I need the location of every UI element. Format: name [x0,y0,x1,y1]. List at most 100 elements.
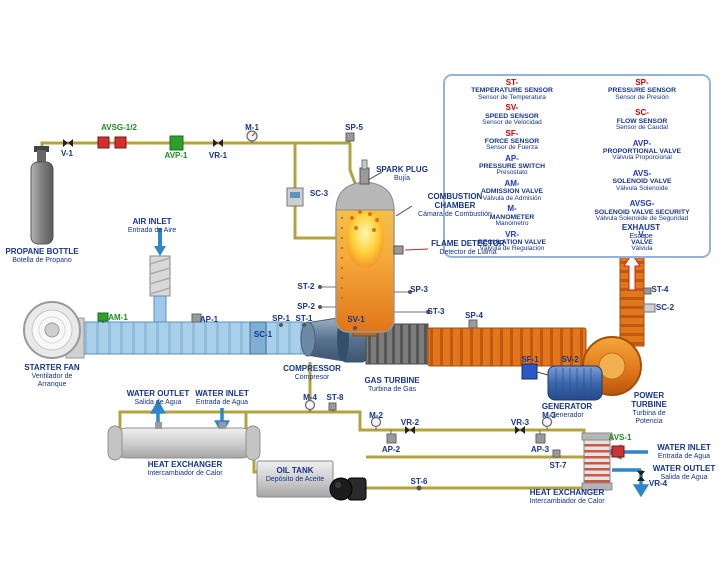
water-outlet-right-arrow-icon [632,484,650,498]
sc1-flow-sensor-icon [249,321,267,355]
propane-bottle-en: PROPANE BOTTLE [5,247,79,256]
pointer-lines [367,171,429,251]
legend-name-es: Presostato [496,169,528,177]
label-water-outlet-left: WATER OUTLET Salida de Agua [126,389,190,407]
legend-code: SF- [505,128,519,138]
generator-es: Generador [550,411,584,419]
legend-code: AM- [504,179,520,189]
legend-name-es: Manómetro [495,219,529,227]
flame-detector-es: Detector de Llama [439,248,497,256]
water-outlet-left-es: Salida de Agua [134,398,182,406]
label-sv2: SV-2 [561,355,579,364]
label-water-inlet-left: WATER INLET Entrada de Agua [190,389,254,407]
label-st7: ST-7 [549,461,567,470]
ap1-switch-icon [191,313,202,323]
label-exhaust: EXHAUST Escape [611,223,671,241]
legend-code: AVP- [632,138,652,148]
vr4-valve-icon [637,471,645,481]
exhaust-arrow-icon [623,253,641,291]
legend-code: M- [507,204,517,214]
oil-tank-es: Depósito de Aceite [265,475,325,483]
legend-name-en: FLOW SENSOR [616,117,668,125]
label-sc1: SC-1 [253,330,273,339]
label-compressor: COMPRESSOR Compresor [277,364,347,382]
label-m3: M-3 [542,411,556,420]
legend-name-es: Sensor de Caudal [615,123,669,131]
legend-name-en: SPEED SENSOR [485,112,539,120]
air-inlet-en: AIR INLET [132,217,172,226]
legend-name-es: Válvula Proporcional [612,154,672,162]
flame-detector-en: FLAME DETECTOR [431,239,505,248]
air-inlet-es: Entrada de Aire [127,226,177,234]
label-sp2: SP-2 [297,302,315,311]
vr3-valve-icon [515,426,525,434]
oil-tank-en: OIL TANK [276,466,314,475]
legend-code: SP- [635,78,649,87]
legend-name-es: Sensor de Velocidad [482,118,542,126]
legend-column-right: SP- PRESSURE SENSOR Sensor de Presión SC… [577,78,707,253]
label-spark-plug: SPARK PLUG Bujía [367,165,437,183]
label-sc2: SC-2 [655,303,675,312]
legend-name-en: MANOMETER [489,213,535,221]
legend-code: AVS- [632,168,652,178]
label-st3: ST-3 [427,307,445,316]
label-st8: ST-8 [326,393,344,402]
label-heat-exchanger-right: HEAT EXCHANGER Intercambiador de Calor [512,488,622,506]
label-st2: ST-2 [297,282,315,291]
label-avp1: AVP-1 [164,151,188,160]
exhaust-en: EXHAUST [621,223,661,232]
gas-turbine-es: Turbina de Gas [368,385,416,393]
legend-name-en: ADMISSION VALVE [480,188,544,196]
water-outlet-right-es: Salida de Agua [660,473,708,481]
air-filter [149,255,171,297]
flame-detector-icon [393,245,404,255]
legend-code: V- [638,229,646,239]
label-power-turbine: POWER TURBINE Turbina de Potencia [620,391,678,426]
label-sv1: SV-1 [347,315,365,324]
gas-turbine-en: GAS TURBINE [364,376,420,385]
legend-name-en: SOLENOID VALVE [612,178,672,186]
legend-item-sp: SP- PRESSURE SENSOR Sensor de Presión [577,78,707,101]
vr2-valve-icon [405,426,415,434]
propane-bottle-graphic [30,146,54,245]
label-ap3: AP-3 [530,445,550,454]
st7-sensor-icon [552,449,561,458]
starter-fan-en: STARTER FAN [24,363,80,372]
legend-name-en: REGULATION VALVE [478,238,546,246]
heat-exchanger-left-en: HEAT EXCHANGER [147,460,223,469]
water-outlet-left-arrow-icon [150,399,166,414]
label-avsg12: AVSG-1/2 [101,123,137,132]
label-am1: AM-1 [108,313,128,322]
label-sp1: SP-1 [272,314,290,323]
avsg2-valve-icon [114,136,127,149]
label-water-inlet-right: WATER INLET Entrada de Agua [652,443,716,461]
label-m1: M-1 [245,123,259,132]
label-avs1: AVS-1 [608,433,632,442]
v1-valve-icon [63,139,73,147]
legend-item-m: M- MANOMETER Manómetro [447,204,577,227]
legend-name-en: PROPORTIONAL VALVE [602,148,682,156]
label-st4: ST-4 [651,285,669,294]
legend-item-avsg: AVSG- SOLENOID VALVE SECURITY Válvula So… [577,199,707,222]
legend-item-am: AM- ADMISSION VALVE Válvula de Admisión [447,179,577,202]
m2-gauge-icon [370,416,382,430]
legend-code: ST- [505,78,519,87]
am1-valve-icon [97,312,109,323]
legend-item-avp: AVP- PROPORTIONAL VALVE Válvula Proporci… [577,138,707,162]
legend-item-sf: SF- FORCE SENSOR Sensor de Fuerza [447,128,577,152]
label-sp4: SP-4 [465,311,483,320]
legend-name-en: FORCE SENSOR [484,137,540,145]
sp5-sensor-icon [345,132,355,143]
legend-name-en: SOLENOID VALVE SECURITY [594,208,690,216]
fittings [63,130,645,481]
oil-tank-graphic [256,460,334,498]
compressor-es: Compresor [294,373,330,381]
label-sf1: SF-1 [521,355,539,364]
st8-sensor-icon [328,402,337,412]
sp4-sensor-icon [468,319,478,329]
compressor-en: COMPRESSOR [283,364,341,373]
legend-item-v: V- VALVE Válvula [577,229,707,253]
sf1-force-sensor-icon [521,363,549,380]
oil-pump-graphic [329,477,367,501]
